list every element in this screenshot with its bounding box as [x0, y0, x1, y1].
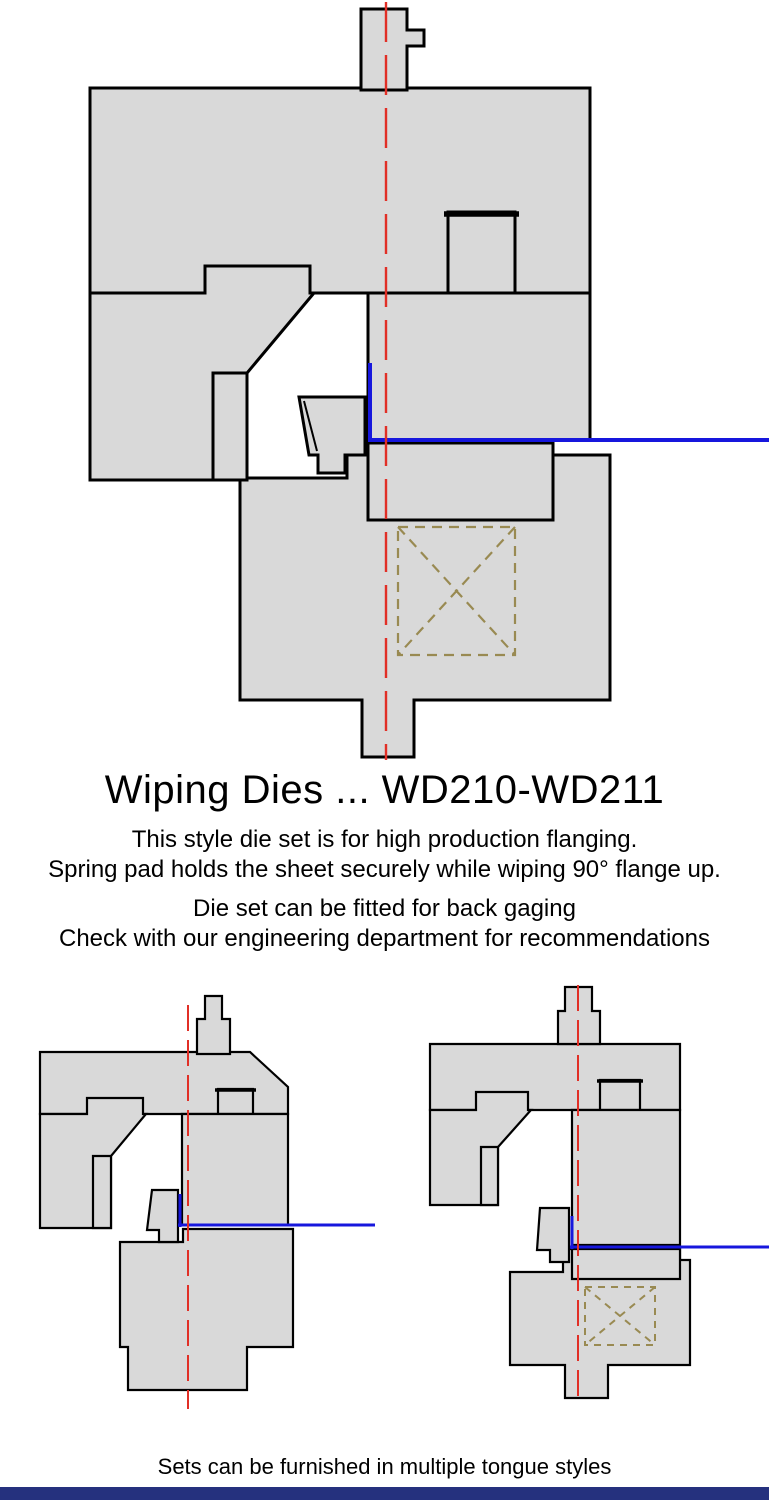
wear-strip	[479, 1145, 500, 1207]
wiping-punch-block	[88, 264, 318, 482]
heel-pocket-block	[598, 1078, 642, 1112]
spring-box-hidden-lines	[396, 525, 517, 657]
footer-bar	[0, 1487, 769, 1500]
die-body-shapes	[38, 994, 295, 1392]
die-insert	[366, 441, 555, 522]
description-line-1: This style die set is for high productio…	[131, 826, 638, 853]
sheet-metal-lines	[570, 1216, 769, 1249]
top-plate	[428, 1042, 682, 1112]
heel-pocket-block	[446, 210, 517, 295]
upper-shank-tongue	[195, 994, 232, 1056]
description-line-4: Check with our engineering department fo…	[58, 925, 710, 952]
footer-caption-block: Sets can be furnished in multiple tongue…	[0, 1454, 769, 1480]
pad-detail-line	[303, 400, 318, 452]
right-tongue-style-diagram	[428, 985, 769, 1400]
lower-die-block	[118, 1227, 295, 1392]
wear-strip	[211, 371, 249, 482]
center-die-block	[180, 1112, 290, 1227]
footer-caption: Sets can be furnished in multiple tongue…	[157, 1454, 612, 1479]
die-body-shapes	[88, 7, 612, 759]
spring-pad	[145, 1188, 180, 1244]
upper-shank-tongue	[359, 7, 426, 92]
die-insert	[570, 1247, 682, 1281]
wear-strip	[91, 1154, 113, 1230]
center-die-block	[366, 291, 592, 442]
spring-box-diagonal-2	[397, 526, 516, 656]
spring-pad	[535, 1206, 571, 1264]
sheet-metal-lines	[178, 1194, 375, 1227]
spring-box-diagonal-2	[584, 1286, 656, 1346]
center-die-block	[570, 1108, 682, 1247]
spring-box-hidden-lines	[584, 1286, 656, 1346]
sheet-metal-lines	[368, 363, 769, 442]
text-block: Wiping Dies ... WD210-WD211 This style d…	[0, 768, 769, 954]
main-die-section-diagram	[88, 2, 769, 760]
description-line-3: Die set can be fitted for back gaging	[193, 895, 576, 922]
spring-pad	[297, 395, 367, 475]
left-tongue-style-diagram	[38, 994, 375, 1409]
upper-shank-tongue	[556, 985, 602, 1046]
heel-pocket-block	[216, 1087, 255, 1116]
die-body-shapes	[428, 985, 692, 1400]
description-line-2: Spring pad holds the sheet securely whil…	[48, 856, 721, 883]
detail-lines	[303, 211, 519, 452]
page-title: Wiping Dies ... WD210-WD211	[104, 768, 665, 812]
